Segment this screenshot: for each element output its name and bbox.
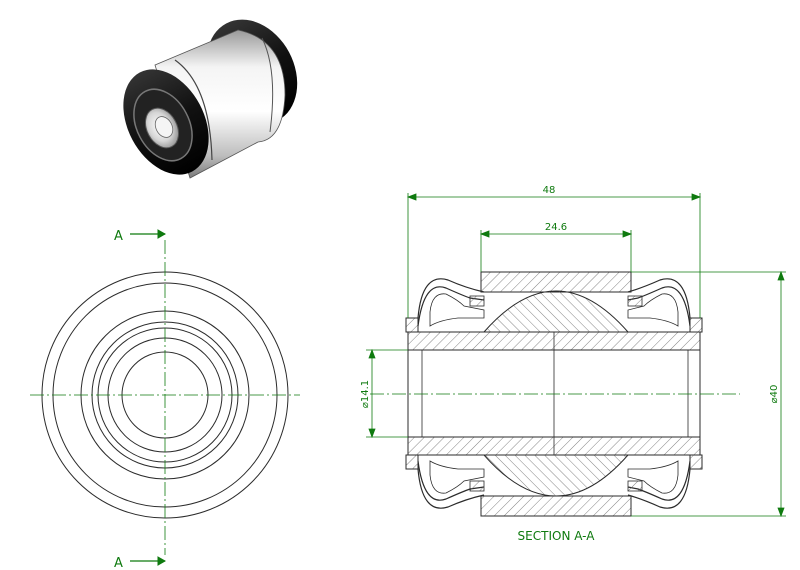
sec-seal-bl <box>469 480 485 492</box>
section-view <box>370 271 740 517</box>
dim48-arrow-l <box>406 193 417 201</box>
sec-flange-right-top <box>689 317 703 333</box>
sec-ball-top <box>482 290 630 333</box>
dim-overall-length-label: 48 <box>543 185 556 196</box>
dim246-arrow-l <box>479 230 490 238</box>
sec-outer-sleeve-bottom <box>480 495 632 517</box>
cut-arrow-top-head <box>157 229 167 239</box>
dimbore-arrow-t <box>368 348 376 359</box>
dim-inner-length-label: 24.6 <box>545 222 567 233</box>
sec-seal-br <box>627 480 643 492</box>
sec-seal-tl <box>469 295 485 307</box>
sec-flange-left-top <box>405 317 419 333</box>
sec-boot-top-left-fill <box>429 293 485 327</box>
sec-flange-right-bottom <box>689 454 703 470</box>
dimouter-arrow-t <box>777 270 785 281</box>
dim48-arrow-r <box>691 193 702 201</box>
dim246-arrow-r <box>622 230 633 238</box>
sec-seal-tr <box>627 295 643 307</box>
sec-boot-bottom-right-fill <box>627 460 679 494</box>
isometric-view <box>123 19 298 179</box>
section-title: SECTION A-A <box>518 529 596 543</box>
sec-outer-sleeve-top <box>480 271 632 293</box>
dimbore-arrow-b <box>368 428 376 439</box>
dimensions <box>366 193 786 518</box>
iso-bore-hole <box>154 116 174 138</box>
dimouter-arrow-b <box>777 507 785 518</box>
cut-label-bottom: A <box>114 556 123 570</box>
sec-boot-top-left <box>417 278 485 327</box>
cut-label-top: A <box>114 229 123 244</box>
dim-outer-dia-label: ⌀40 <box>769 385 780 404</box>
cut-arrow-bottom-head <box>157 556 167 566</box>
iso-groove-1 <box>174 59 213 161</box>
dim-bore-dia-label: ⌀14.1 <box>360 380 371 408</box>
sec-boot-bottom-left <box>417 460 485 509</box>
iso-groove-2 <box>261 37 274 133</box>
sec-boot-top-right-fill <box>627 293 679 327</box>
sec-ball-bottom <box>482 454 630 497</box>
front-view <box>30 229 300 566</box>
sec-flange-left-bottom <box>405 454 419 470</box>
sec-boot-bottom-left-fill <box>429 460 485 494</box>
